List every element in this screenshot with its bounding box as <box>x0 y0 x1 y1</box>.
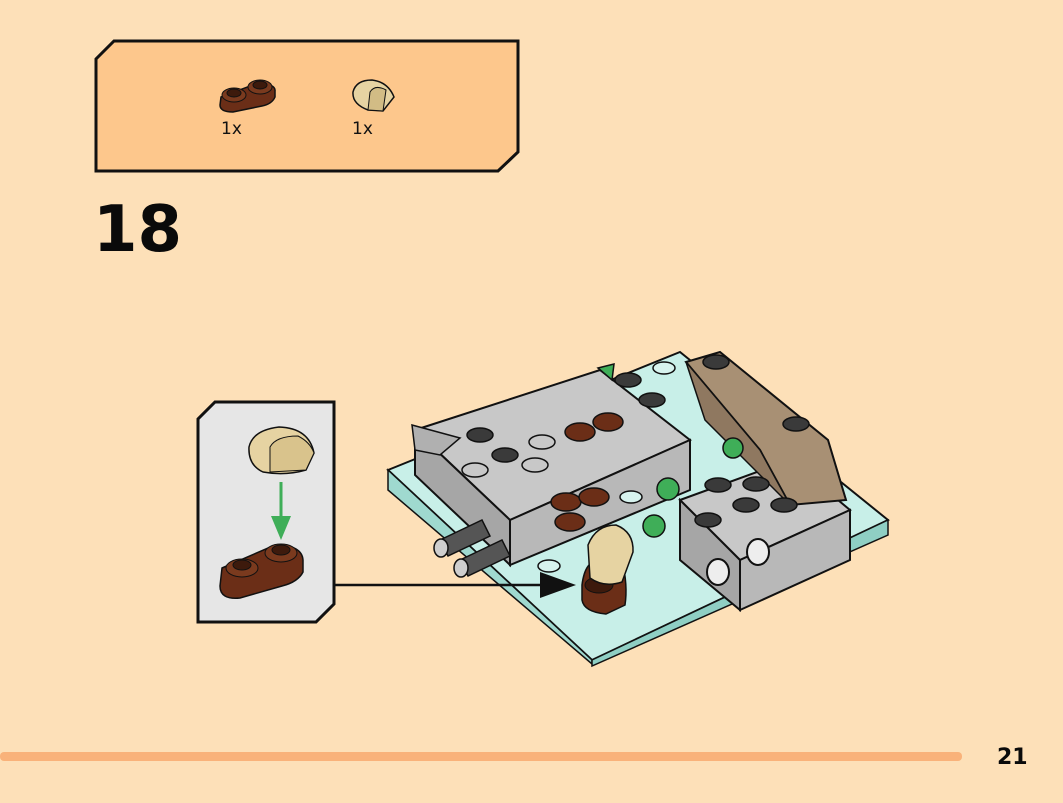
part-1-quantity: 1x <box>221 119 242 139</box>
callout-brown-plate <box>219 543 304 599</box>
model-illustration <box>386 350 890 668</box>
green-down-arrow-icon <box>271 482 291 540</box>
bottom-bar <box>0 752 962 761</box>
part-tan-slope <box>352 79 395 112</box>
callout-tan-slope <box>248 426 315 475</box>
part-2-quantity: 1x <box>352 119 373 139</box>
step-number: 18 <box>93 193 182 267</box>
page-number: 21 <box>997 745 1028 770</box>
part-brown-plate <box>219 79 276 113</box>
pointer-arrow-icon <box>334 572 576 598</box>
parts-list-box <box>94 39 520 173</box>
